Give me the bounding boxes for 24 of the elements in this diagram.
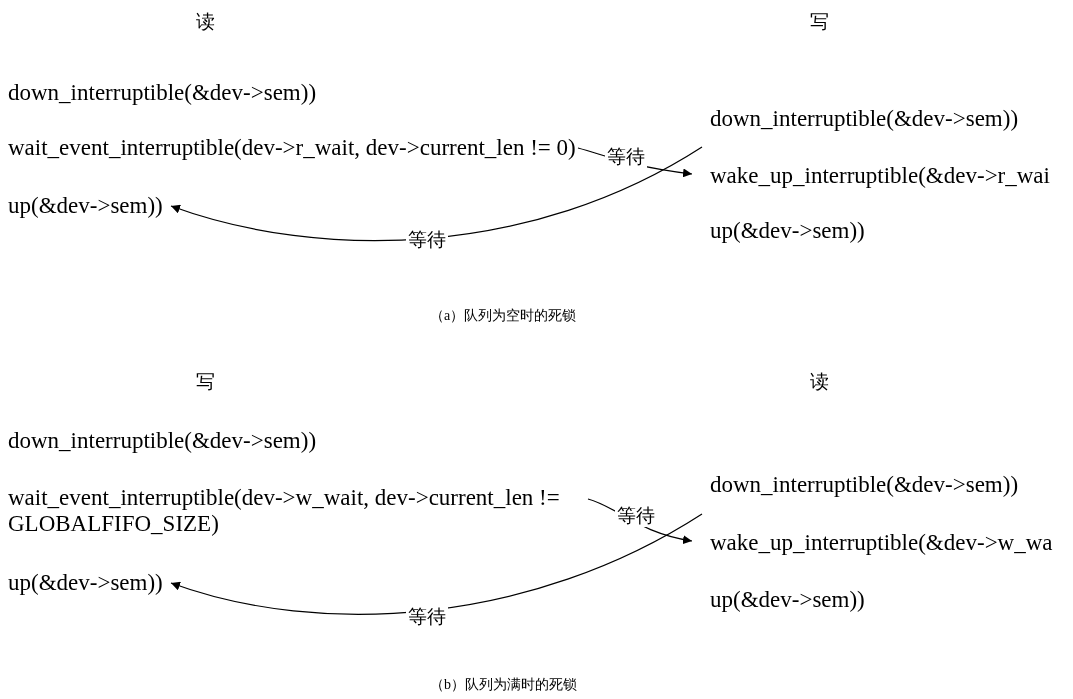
edge-label: 等待 [405, 606, 448, 628]
arrow [170, 146, 703, 242]
arrow [170, 513, 703, 615]
code-line: up(&dev->sem)) [8, 570, 163, 596]
code-line: down_interruptible(&dev->sem)) [710, 472, 1019, 498]
edge-label: 等待 [605, 146, 647, 168]
code-line: wake_up_interruptible(&dev->w_wa [710, 530, 1053, 556]
code-line: up(&dev->sem)) [710, 218, 865, 244]
code-line: up(&dev->sem)) [8, 193, 163, 219]
code-line: wake_up_interruptible(&dev->r_wai [710, 163, 1050, 189]
column-heading: 写 [196, 370, 215, 394]
caption: （a）队列为空时的死锁 [430, 307, 577, 325]
column-heading: 读 [810, 370, 829, 394]
code-line: down_interruptible(&dev->sem)) [710, 106, 1019, 132]
code-line: wait_event_interruptible(dev->w_wait, dev->current_len != GLOBALFIFO_SIZE) [8, 485, 586, 537]
code-line: down_interruptible(&dev->sem)) [8, 80, 317, 106]
code-line: wait_event_interruptible(dev->r_wait, dev->current_len != 0) [8, 135, 576, 161]
column-heading: 读 [196, 10, 215, 34]
edge-label: 等待 [405, 229, 448, 251]
edge-label: 等待 [615, 505, 657, 527]
code-line: up(&dev->sem)) [710, 587, 865, 613]
code-line: down_interruptible(&dev->sem)) [8, 428, 317, 454]
column-heading: 写 [810, 10, 829, 34]
caption: （b）队列为满时的死锁 [430, 676, 577, 694]
